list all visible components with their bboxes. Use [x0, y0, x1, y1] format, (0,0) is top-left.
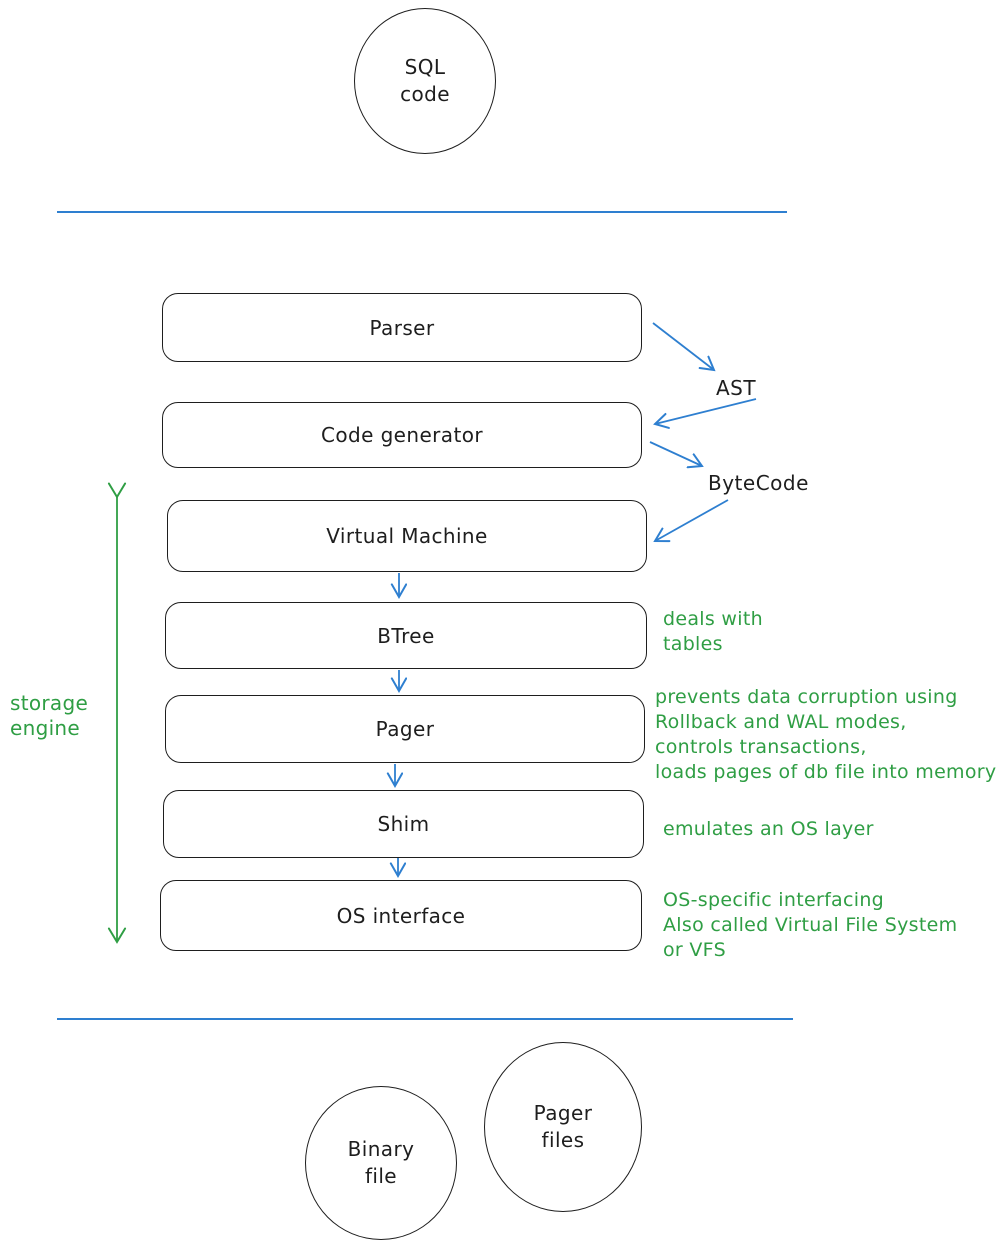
node-shim-label: Shim: [377, 812, 430, 836]
node-parser-label: Parser: [369, 315, 435, 340]
node-virtual-machine-label: Virtual Machine: [326, 524, 488, 548]
edge-label-bytecode: ByteCode: [708, 471, 809, 495]
node-btree: BTree: [165, 602, 647, 669]
node-btree-label: BTree: [377, 623, 435, 648]
arrow-parser-to-ast: [652, 322, 714, 370]
node-pager-label: Pager: [375, 717, 435, 741]
arrow-bytecode-to-virtual-machine: [655, 499, 729, 541]
node-pager-files: Pager files: [484, 1042, 642, 1212]
node-os-interface-label: OS interface: [336, 903, 466, 928]
annotation-shim: emulates an OS layer: [663, 818, 874, 840]
annotation-os-interface: OS-specific interfacing Also called Virt…: [663, 889, 958, 961]
node-sql-code-label: SQL code: [400, 55, 450, 106]
node-code-generator: Code generator: [162, 402, 642, 468]
annotation-btree: deals with tables: [663, 608, 763, 655]
node-virtual-machine: Virtual Machine: [167, 500, 647, 572]
node-pager-files-label: Pager files: [533, 1101, 593, 1152]
node-parser: Parser: [162, 293, 642, 362]
arrow-ast-to-code-generator: [655, 398, 757, 424]
storage-engine-label: storage engine: [10, 691, 89, 740]
node-binary-file-label: Binary file: [347, 1137, 415, 1188]
node-pager: Pager: [165, 695, 645, 763]
node-code-generator-label: Code generator: [321, 423, 483, 447]
node-os-interface: OS interface: [160, 880, 642, 951]
edge-label-ast: AST: [716, 376, 757, 400]
arrow-code-generator-to-bytecode: [649, 441, 702, 466]
node-sql-code: SQL code: [354, 8, 496, 154]
annotation-pager: prevents data corruption using Rollback …: [655, 686, 997, 783]
node-binary-file: Binary file: [305, 1086, 457, 1240]
node-shim: Shim: [163, 790, 644, 858]
